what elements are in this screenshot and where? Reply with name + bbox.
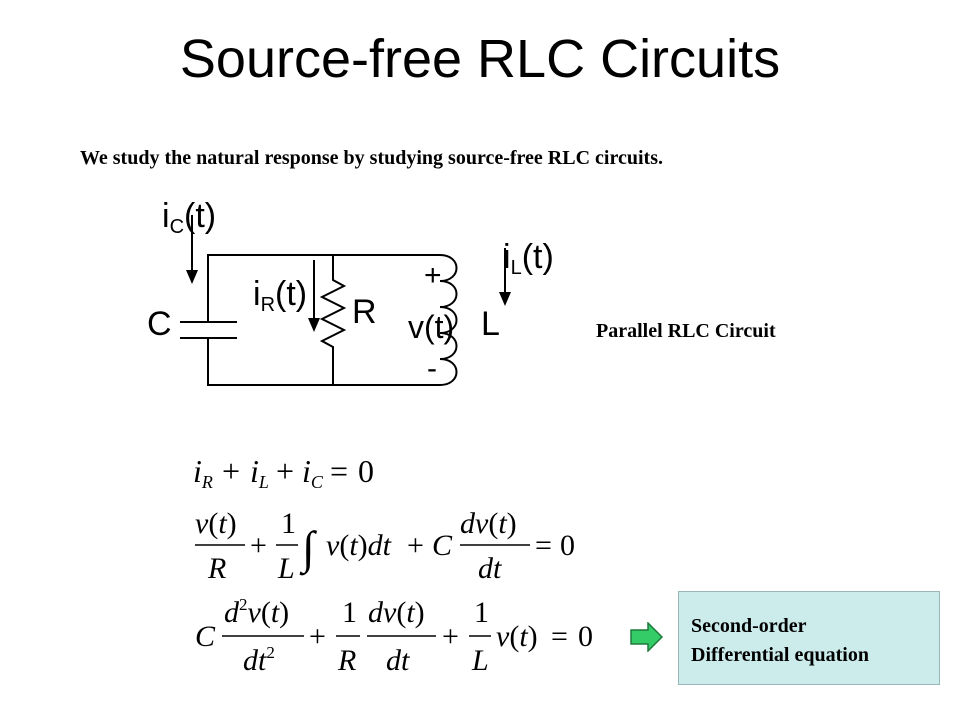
svg-text:iC: iC <box>302 453 324 492</box>
inductor <box>439 254 458 386</box>
circuit-diagram <box>180 254 458 386</box>
svg-text:iL: iL <box>250 453 269 492</box>
top-wire <box>207 254 440 296</box>
page-title: Source-free RLC Circuits <box>179 29 781 89</box>
svg-text:+: + <box>407 529 424 562</box>
ir-arrow <box>308 260 320 332</box>
equation-1: iR + iL + iC = 0 <box>193 453 374 492</box>
right-arrow-icon <box>630 622 664 652</box>
svg-text:v(t): v(t) <box>496 620 538 653</box>
svg-text:L: L <box>277 552 295 585</box>
resistor <box>319 255 347 385</box>
svg-text:+: + <box>222 453 240 489</box>
svg-text:∫: ∫ <box>299 522 317 576</box>
svg-text:1: 1 <box>281 507 296 540</box>
svg-text:v(t)dt: v(t)dt <box>326 529 392 562</box>
svg-text:0: 0 <box>560 529 575 562</box>
svg-text:dt: dt <box>478 552 502 585</box>
svg-text:0: 0 <box>578 620 593 653</box>
svg-text:=: = <box>551 620 568 653</box>
svg-text:+: + <box>309 620 326 653</box>
svg-text:+: + <box>276 453 294 489</box>
il-label: iL(t) <box>503 238 554 279</box>
svg-text:1: 1 <box>342 596 357 629</box>
svg-text:d2v(t): d2v(t) <box>224 595 289 629</box>
note-line-2: Differential equation <box>691 644 869 666</box>
svg-text:=: = <box>330 453 348 489</box>
voltage-label: v(t) <box>408 309 454 345</box>
svg-text:R: R <box>207 552 226 585</box>
inductor-label: L <box>481 305 500 343</box>
equation-3: C d2v(t) dt2 + 1 R dv(t) dt + 1 L v(t) =… <box>195 595 593 677</box>
svg-text:dv(t): dv(t) <box>368 596 425 629</box>
svg-text:+: + <box>442 620 459 653</box>
capacitor-label: C <box>147 305 172 343</box>
svg-text:+: + <box>250 529 267 562</box>
svg-text:R: R <box>337 644 356 677</box>
ic-label: iC(t) <box>162 197 216 238</box>
svg-text:C: C <box>195 620 216 653</box>
plus-sign: + <box>424 259 442 292</box>
ic-arrow <box>186 215 198 284</box>
second-order-note: Second-order Differential equation <box>678 591 940 685</box>
resistor-label: R <box>352 293 377 331</box>
il-arrow <box>499 248 511 306</box>
intro-text: We study the natural response by studyin… <box>80 147 663 169</box>
svg-text:iR: iR <box>193 453 213 492</box>
svg-text:=: = <box>535 529 552 562</box>
note-line-1: Second-order <box>691 615 807 637</box>
bottom-wire <box>207 338 440 386</box>
equation-2: v(t) R + 1 L ∫ v(t)dt + C dv(t) dt = 0 <box>195 507 575 585</box>
svg-text:C: C <box>432 529 453 562</box>
svg-text:v(t): v(t) <box>195 507 237 540</box>
svg-text:dt2: dt2 <box>243 643 275 677</box>
svg-text:0: 0 <box>358 453 374 489</box>
minus-sign: - <box>427 352 437 385</box>
svg-text:dv(t): dv(t) <box>460 507 517 540</box>
circuit-caption: Parallel RLC Circuit <box>596 320 776 342</box>
svg-text:dt: dt <box>386 644 410 677</box>
svg-text:1: 1 <box>474 596 489 629</box>
svg-text:L: L <box>471 644 489 677</box>
ir-label: iR(t) <box>253 275 307 316</box>
